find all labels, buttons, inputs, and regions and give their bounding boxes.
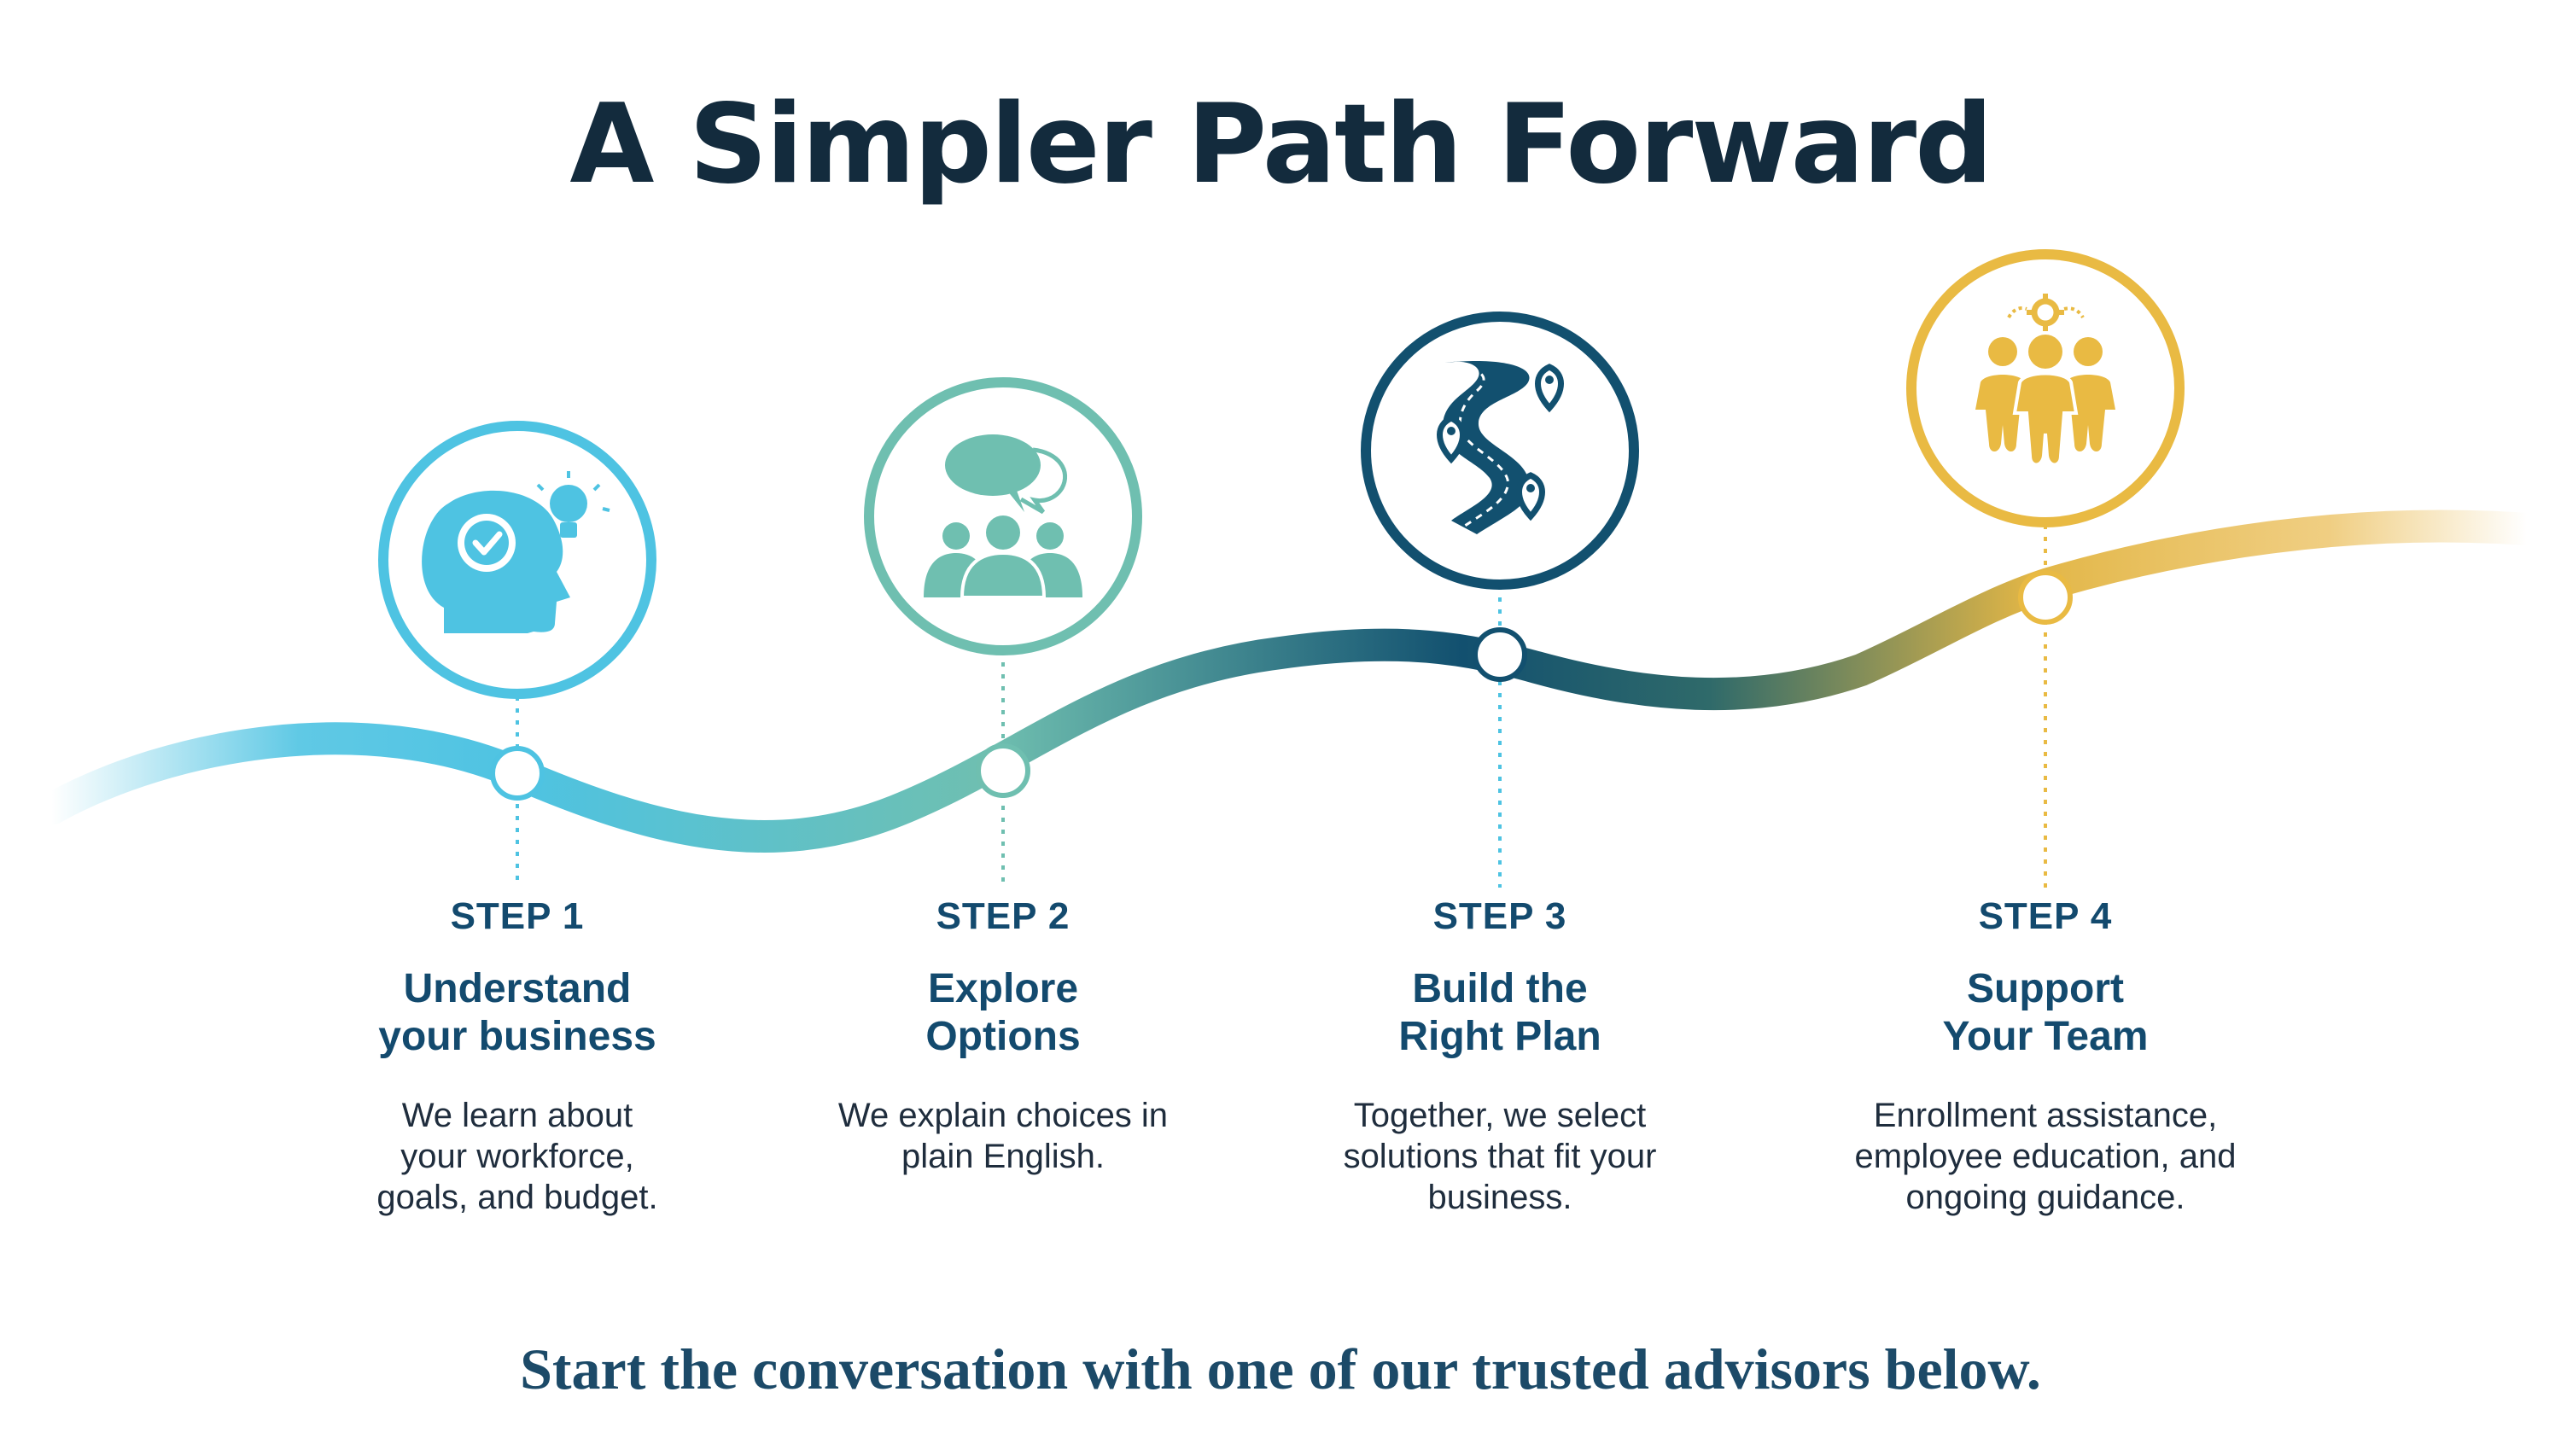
step-3-node — [1473, 627, 1527, 682]
step-4-description: Enrollment assistance, employee educatio… — [1854, 1097, 2237, 1216]
step-2-text: STEP 2 Explore Options We explain choice… — [747, 894, 1259, 1177]
step-4-heading: Support Your Team — [1942, 966, 2149, 1059]
step-1-label: STEP 1 — [450, 895, 585, 937]
step-2-marker — [864, 377, 1142, 888]
step-2-description: We explain choices in plain English. — [837, 1097, 1169, 1175]
step-4-node — [2018, 570, 2073, 625]
step-1-marker — [378, 421, 656, 888]
team-gear-icon — [1975, 294, 2115, 467]
step-2-label: STEP 2 — [936, 895, 1070, 937]
step-4-label: STEP 4 — [1978, 895, 2113, 937]
step-1-node — [490, 746, 545, 801]
step-3-label: STEP 3 — [1432, 895, 1567, 937]
head-gear-lightbulb-icon — [422, 471, 610, 633]
winding-road-pins-icon — [1437, 360, 1564, 534]
step-4-text: STEP 4 Support Your Team Enrollment assi… — [1789, 894, 2301, 1218]
step-1-description: We learn about your workforce, goals, an… — [376, 1097, 658, 1216]
step-1-heading: Understand your business — [378, 966, 656, 1059]
page-title: A Simpler Path Forward — [569, 81, 1992, 208]
call-to-action: Start the conversation with one of our t… — [520, 1337, 2041, 1401]
step-3-description: Together, we select solutions that fit y… — [1343, 1097, 1657, 1216]
group-chat-icon — [924, 434, 1082, 599]
step-2-heading: Explore Options — [925, 966, 1081, 1059]
step-3-heading: Build the Right Plan — [1398, 966, 1601, 1059]
step-3-marker — [1361, 312, 1639, 888]
step-3-text: STEP 3 Build the Right Plan Together, we… — [1244, 894, 1756, 1218]
step-1-text: STEP 1 Understand your business We learn… — [261, 894, 773, 1218]
step-4-marker — [1906, 249, 2185, 888]
step-2-node — [976, 743, 1030, 798]
